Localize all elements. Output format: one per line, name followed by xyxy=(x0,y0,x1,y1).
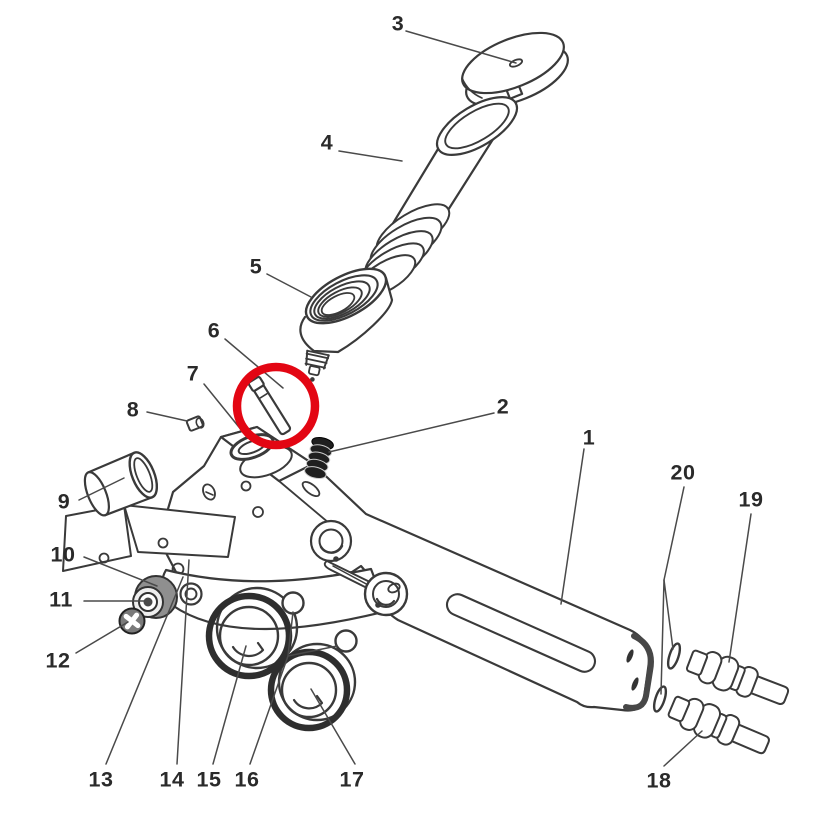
spring xyxy=(303,435,334,480)
cap-vent-hole xyxy=(509,58,523,68)
callout-5: 5 xyxy=(249,254,263,279)
sleeve-cap xyxy=(80,449,163,517)
steel-ball-lower xyxy=(336,631,357,652)
callout-13: 13 xyxy=(88,767,114,792)
handle-end-cap xyxy=(625,636,651,708)
callout-3: 3 xyxy=(391,11,405,36)
pivot-pin xyxy=(365,573,407,615)
callout-8: 8 xyxy=(126,397,140,422)
nozzle-tip xyxy=(301,351,329,382)
callout-7: 7 xyxy=(186,361,200,386)
side-plate xyxy=(124,505,235,557)
air-coupler-upper xyxy=(684,644,792,713)
callout-11: 11 xyxy=(49,587,73,612)
valve-boss xyxy=(133,576,177,618)
stem-pin xyxy=(248,376,292,435)
callout-6: 6 xyxy=(207,318,221,343)
callout-2: 2 xyxy=(496,394,510,419)
callout-18: 18 xyxy=(646,768,672,793)
callout-9: 9 xyxy=(57,489,71,514)
air-coupler-lower xyxy=(665,690,773,762)
callout-17: 17 xyxy=(339,767,365,792)
callout-1: 1 xyxy=(582,425,596,450)
roll-pin-upper xyxy=(666,642,683,670)
steel-ball-upper xyxy=(283,593,304,614)
callout-15: 15 xyxy=(196,767,222,792)
callout-12: 12 xyxy=(45,648,71,673)
callout-20: 20 xyxy=(670,460,696,485)
callout-4: 4 xyxy=(320,130,334,155)
callout-19: 19 xyxy=(738,487,764,512)
piston-cup-left xyxy=(209,588,297,676)
roll-pin-lower xyxy=(652,685,669,713)
funnel-nozzle xyxy=(298,258,394,382)
head-slot xyxy=(201,482,218,501)
highlight-circle xyxy=(237,367,315,445)
fitting-nut xyxy=(186,416,205,431)
canister-cap xyxy=(454,21,576,119)
handle-slot xyxy=(444,591,599,675)
phillips-screw xyxy=(120,609,145,634)
arm-boss xyxy=(311,521,351,562)
leader-lines xyxy=(76,31,751,766)
canister-body xyxy=(351,86,526,305)
callout-10: 10 xyxy=(50,542,76,567)
callout-14: 14 xyxy=(159,767,185,792)
callout-16: 16 xyxy=(234,767,260,792)
stem-nub xyxy=(181,584,202,605)
